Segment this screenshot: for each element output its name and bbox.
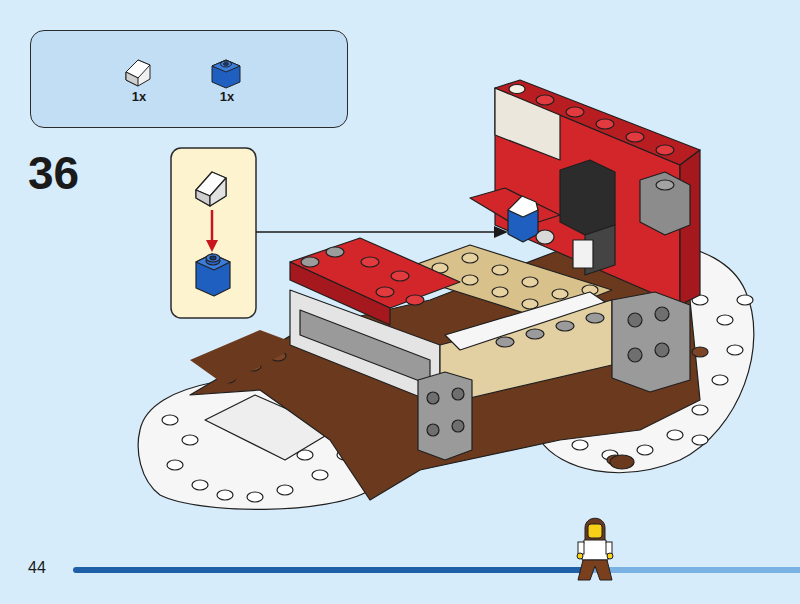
progress-bar [76, 567, 590, 573]
parts-panel: 1x 1x [30, 30, 348, 128]
leader-line [256, 231, 496, 233]
page-number: 44 [28, 559, 46, 577]
progress-bar-rest [590, 567, 800, 573]
callout-arrow [211, 210, 214, 244]
part-count: 1x [220, 89, 234, 104]
part-count: 1x [132, 89, 146, 104]
part-icons [30, 30, 348, 128]
step-number: 36 [28, 146, 79, 200]
callout-parts [196, 172, 230, 296]
lego-model [138, 80, 754, 509]
callout-box [171, 148, 256, 318]
callout-arrowhead [206, 240, 218, 252]
minifig-icon [577, 518, 613, 580]
